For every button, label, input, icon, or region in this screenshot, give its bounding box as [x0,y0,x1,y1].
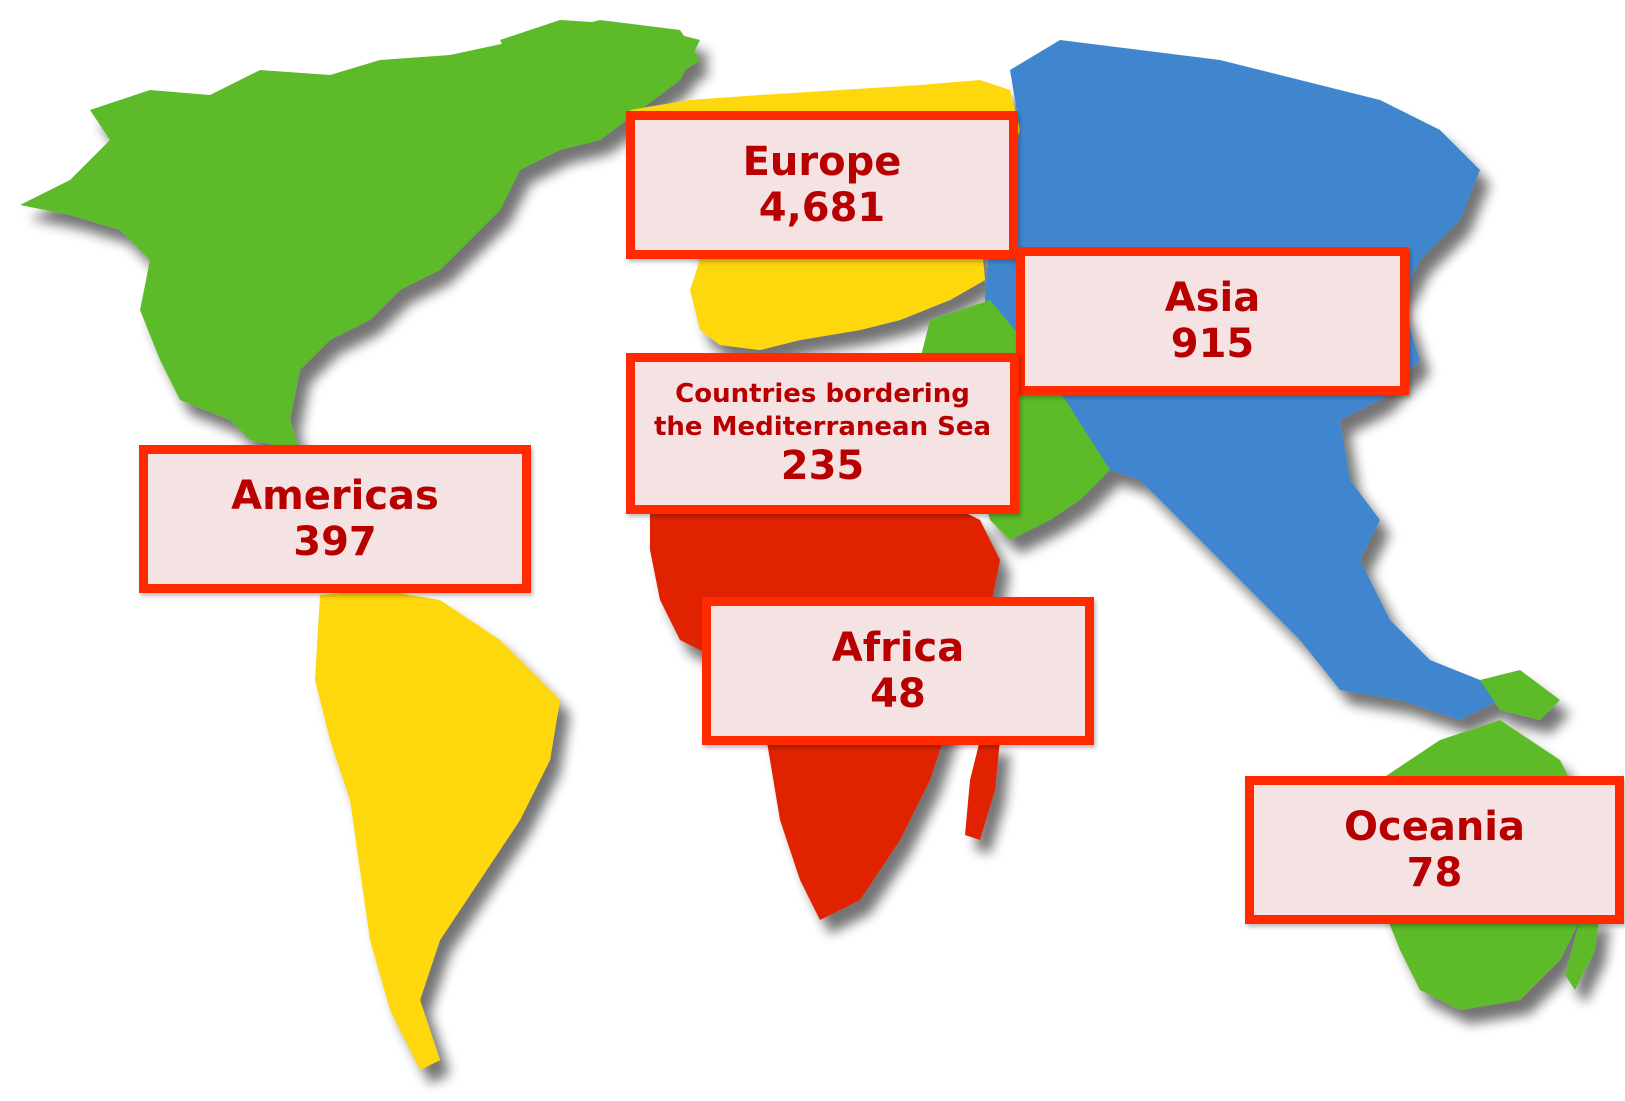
oceania-label-box: Oceania 78 [1245,776,1624,924]
new-zealand-shape [1565,910,1600,990]
mediterranean-line2: the Mediterranean Sea [653,411,992,442]
oceania-name: Oceania [1343,804,1525,850]
mediterranean-line1: Countries bordering [675,379,970,409]
greenland-shape [500,20,700,150]
africa-label-box: Africa 48 [702,597,1094,745]
north-america-shape [20,20,700,450]
africa-value: 48 [870,671,926,717]
oceania-value: 78 [1406,850,1463,896]
africa-name: Africa [831,625,965,671]
americas-value: 397 [293,519,377,565]
europe-label-box: Europe 4,681 [626,111,1018,259]
europe-value: 4,681 [758,185,886,231]
asia-label-box: Asia 915 [1016,247,1409,395]
europe-name: Europe [742,139,902,185]
americas-label-box: Americas 397 [139,445,531,593]
mediterranean-value: 235 [780,443,865,489]
papua-shape [1480,670,1560,720]
south-america-shape [315,590,560,1070]
asia-value: 915 [1170,321,1255,367]
madagascar-shape [965,740,1000,840]
americas-name: Americas [231,473,439,519]
asia-name: Asia [1164,275,1261,321]
mediterranean-label-box: Countries bordering the Mediterranean Se… [626,353,1019,514]
